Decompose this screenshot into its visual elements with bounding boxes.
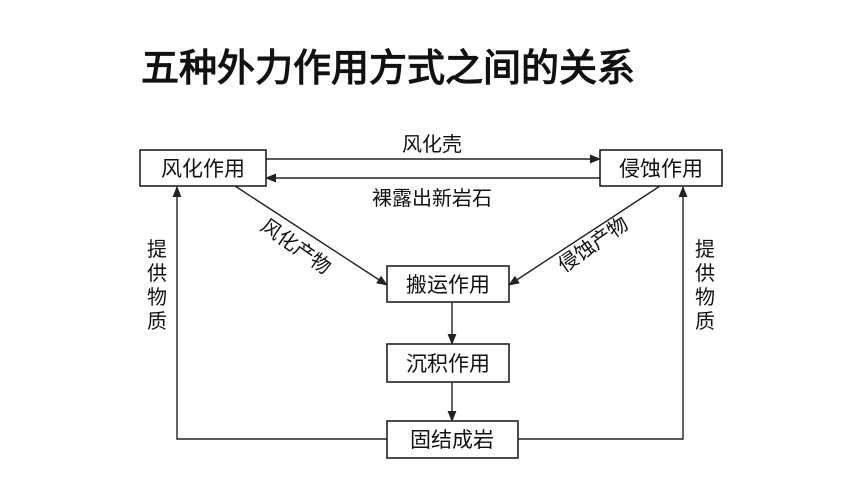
node-transport-label: 搬运作用 (406, 273, 490, 297)
arrow-lithification-to-weathering (172, 185, 387, 440)
node-lithification: 固结成岩 (386, 420, 519, 459)
node-lithification-label: 固结成岩 (410, 428, 494, 452)
edge-label-weathering-crust: 风化壳 (402, 132, 462, 156)
node-deposition: 沉积作用 (386, 343, 510, 383)
edge-label-erosion-products: 侵蚀产物 (553, 211, 632, 277)
edge-label-weathering-products: 风化产物 (256, 213, 335, 279)
left-supply-char: 物 (147, 285, 167, 309)
node-weathering-label: 风化作用 (161, 157, 245, 181)
edge-label-exposed-rock: 裸露出新岩石 (372, 186, 492, 210)
edge-label-left-supply: 提 供 物 质 (147, 237, 167, 333)
right-supply-char: 质 (695, 309, 715, 333)
node-erosion: 侵蚀作用 (599, 149, 723, 187)
edge-label-right-supply: 提 供 物 质 (695, 237, 715, 333)
right-supply-char: 供 (695, 261, 715, 285)
left-supply-char: 质 (147, 309, 167, 333)
diagram-title: 五种外力作用方式之间的关系 (141, 46, 636, 90)
node-erosion-label: 侵蚀作用 (619, 157, 703, 181)
left-supply-char: 供 (147, 261, 167, 285)
arrow-erosion-to-transport (508, 185, 661, 286)
node-deposition-label: 沉积作用 (406, 352, 490, 376)
node-weathering: 风化作用 (139, 149, 267, 187)
arrow-weathering-to-transport (234, 185, 388, 286)
right-supply-char: 物 (695, 285, 715, 309)
arrow-lithification-to-erosion (518, 185, 688, 440)
left-supply-char: 提 (147, 237, 167, 261)
right-supply-char: 提 (695, 237, 715, 261)
node-transport: 搬运作用 (386, 265, 510, 303)
